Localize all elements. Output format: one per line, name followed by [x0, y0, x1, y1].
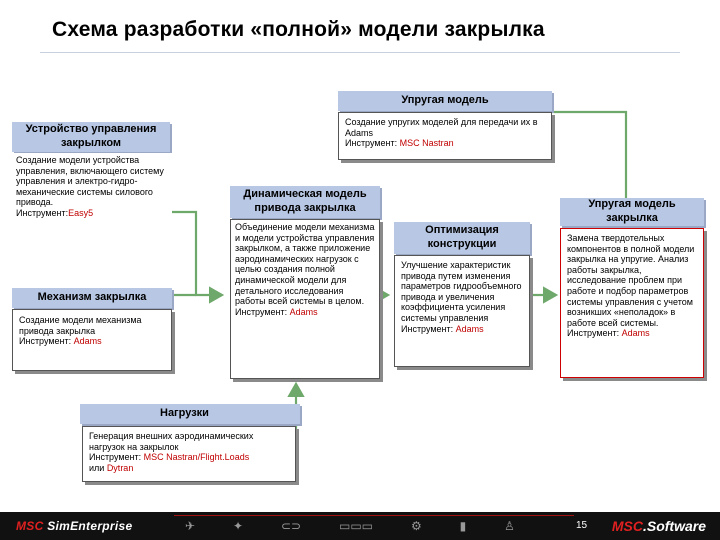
dynamic-model-tool: Adams: [289, 306, 318, 317]
flap-control-text: Создание модели устройства управления, в…: [16, 155, 164, 208]
loads-alt-prefix: или: [89, 462, 107, 473]
gear-icon: ⚙: [410, 519, 422, 533]
flap-mechanism-tool-prefix: Инструмент:: [19, 336, 74, 347]
train-icon: ▭▭▭: [339, 519, 374, 533]
dynamic-model-text: Объединение модели механизма и модели ус…: [235, 222, 375, 307]
loads-alt-tool: Dytran: [106, 462, 134, 473]
person-icon: ♙: [504, 519, 515, 533]
page-number: 15: [576, 520, 588, 531]
elastic-model-box: Создание упругих моделей для передачи их…: [338, 112, 552, 160]
flap-control-box: Создание модели устройства управления, в…: [12, 153, 172, 243]
title-divider: [40, 52, 680, 53]
dynamic-model-header: Динамическая модель привода закрылка: [230, 186, 380, 218]
flap-control-tool: Easy5: [68, 208, 94, 219]
bottle-icon: ▮: [459, 519, 467, 533]
elastic-model-header: Упругая модель: [338, 91, 552, 111]
elastic-model-tool: MSC Nastran: [399, 138, 454, 149]
loads-box: Генерация внешних аэродинамических нагру…: [82, 426, 296, 482]
dynamic-model-tool-prefix: Инструмент:: [235, 306, 290, 317]
flap-mechanism-text: Создание модели механизма привода закрыл…: [19, 315, 142, 336]
page-title: Схема разработки «полной» модели закрылк…: [52, 18, 545, 41]
msc-software-logo: MSC.Software: [611, 518, 706, 534]
optimization-tool-prefix: Инструмент:: [401, 323, 456, 334]
flap-control-header: Устройство управления закрылком: [12, 122, 170, 152]
dynamic-model-box: Объединение модели механизма и модели ус…: [230, 219, 380, 379]
flap-mechanism-box: Создание модели механизма привода закрыл…: [12, 309, 172, 371]
arrow-left-to-dynamic: [172, 210, 225, 304]
flap-control-tool-prefix: Инструмент:: [16, 208, 69, 219]
flap-mechanism-tool: Adams: [73, 336, 102, 347]
plane-icon: ✈: [185, 519, 196, 533]
loads-tool-prefix: Инструмент:: [89, 452, 144, 463]
satellite-icon: ✦: [232, 519, 244, 533]
elastic-model-text: Создание упругих моделей для передачи их…: [345, 117, 538, 138]
elastic-flap-text: Замена твердотельных компонентов в полно…: [567, 233, 695, 328]
footer-divider: [174, 515, 574, 516]
elastic-flap-box: Замена твердотельных компонентов в полно…: [560, 228, 704, 378]
loads-tool: MSC Nastran/Flight.Loads: [143, 452, 250, 463]
elastic-model-tool-prefix: Инструмент:: [345, 138, 400, 149]
optimization-text: Улучшение характеристик привода путем из…: [401, 260, 522, 324]
flap-mechanism-header: Механизм закрылка: [12, 288, 172, 308]
elastic-flap-tool-prefix: Инструмент:: [567, 328, 622, 339]
footer-bar: MSC SimEnterprise ✈ ✦ ⊂⊃ ▭▭▭ ⚙ ▮ ♙ 15 MS…: [0, 512, 720, 540]
msc-simenterprise-logo: MSC SimEnterprise: [16, 519, 133, 533]
loads-header: Нагрузки: [80, 404, 300, 424]
optimization-box: Улучшение характеристик привода путем из…: [394, 255, 530, 367]
optimization-tool: Adams: [455, 323, 484, 334]
elastic-flap-header: Упругая модель закрылка: [560, 198, 704, 226]
car-icon: ⊂⊃: [280, 519, 302, 533]
loads-text: Генерация внешних аэродинамических нагру…: [89, 431, 254, 452]
optimization-header: Оптимизация конструкции: [394, 222, 530, 254]
footer-icons: ✈ ✦ ⊂⊃ ▭▭▭ ⚙ ▮ ♙: [185, 518, 515, 534]
elastic-flap-tool: Adams: [621, 328, 650, 339]
